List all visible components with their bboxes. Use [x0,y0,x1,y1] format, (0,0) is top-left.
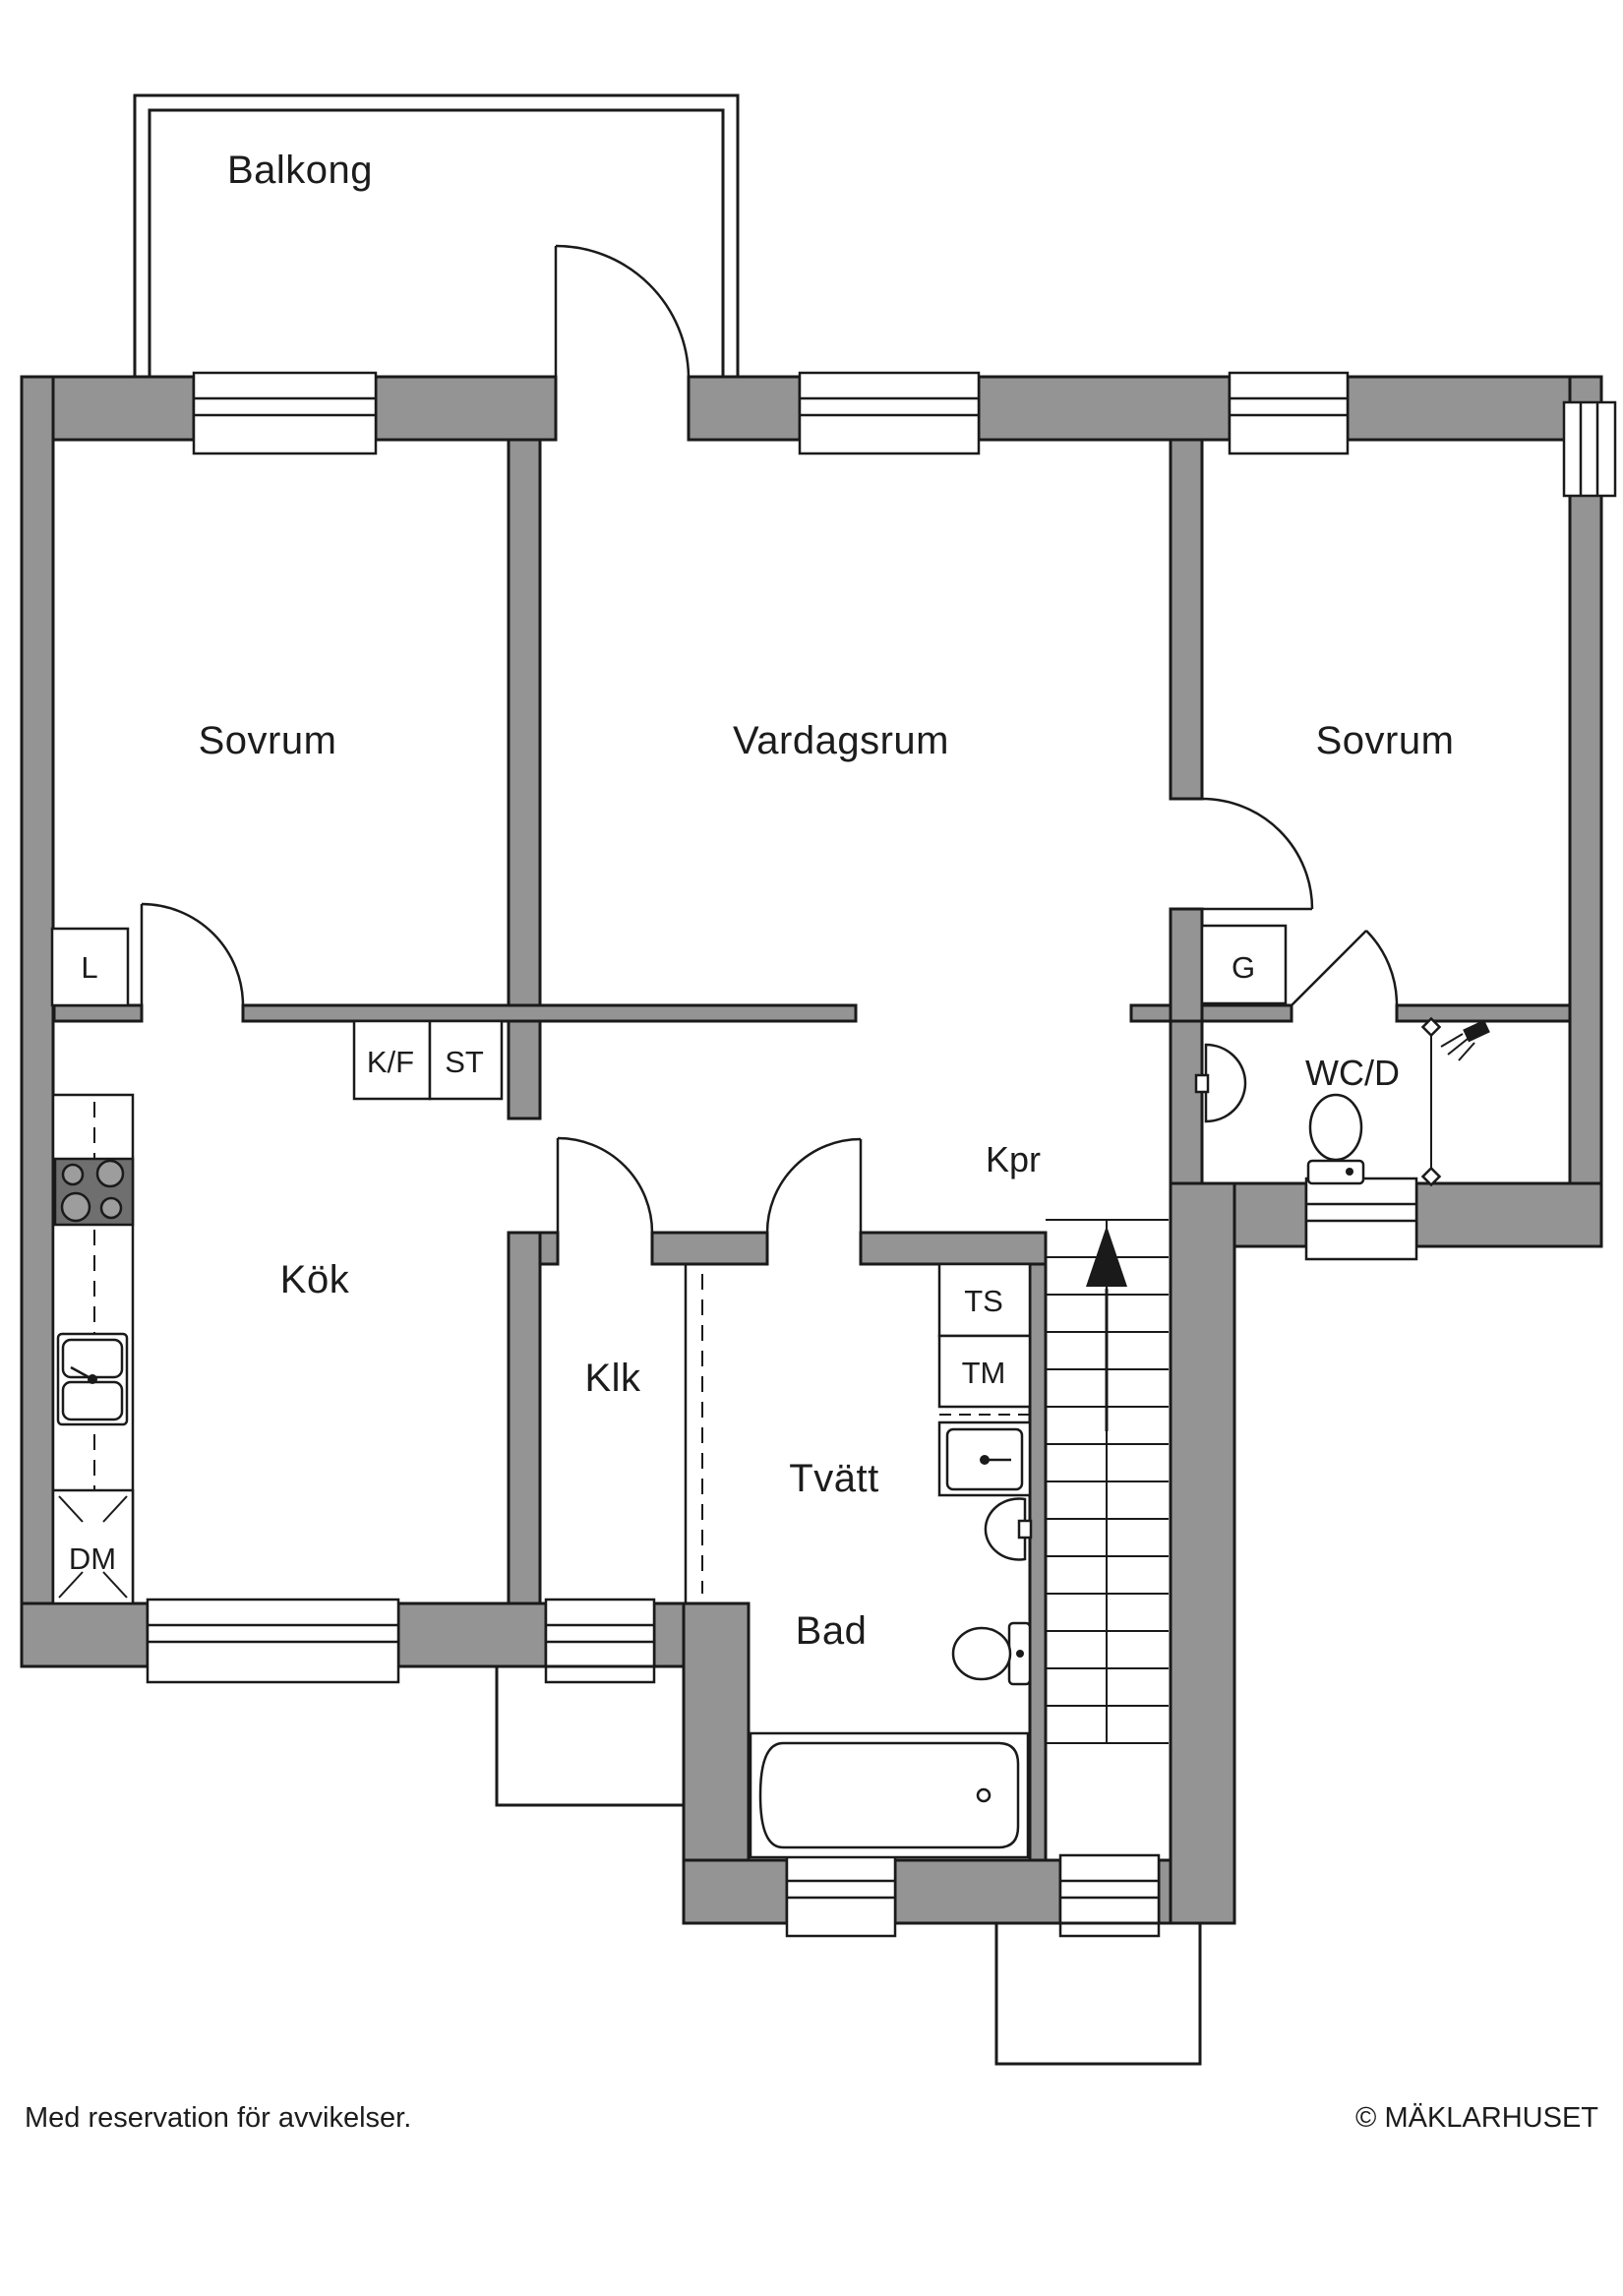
label-fridge-freezer: K/F [367,1045,414,1079]
door-klk [556,1136,654,1234]
wall-hall-bottom-2 [650,1231,769,1266]
balcony-outer-wall [133,93,740,379]
protrusion-entry [994,1921,1202,2066]
klk-closet [684,1264,703,1603]
wall-bath-left [682,1601,751,1862]
room-label-living-room: Vardagsrum [733,719,949,762]
cabinet-boxes [50,924,1288,1409]
wall-bath-bottom-1 [682,1858,789,1925]
wall-top-2 [374,375,558,442]
footer: Med reservation för avvikelser. © MÄKLAR… [25,2102,1598,2134]
window-kitchen [146,1598,400,1684]
room-label-bathroom: Bad [796,1609,868,1653]
balcony-inner-wall [148,108,725,379]
wall-hall-bottom-3 [859,1231,1048,1266]
drying-cabinet-box [937,1262,1032,1338]
bathtub-icon [749,1731,1030,1859]
window-bedroom-right-top [1228,371,1350,455]
balcony-outline [133,93,740,379]
window-living-room [798,371,981,455]
footer-disclaimer: Med reservation för avvikelser. [25,2102,411,2134]
laundry-bath-fixtures [749,1414,1033,1859]
tall-cabinet-box [428,1019,504,1101]
protrusion-left [495,1664,686,1807]
label-wardrobe-g: G [1232,950,1255,985]
wall-horiz-4 [1395,1003,1572,1023]
wall-horiz-3 [1129,1003,1293,1023]
toilet-bath-icon [951,1621,1032,1686]
wcd-fixtures [1194,1016,1490,1187]
room-label-corridor: Kpr [986,1139,1041,1179]
window-bedroom-right-side [1562,400,1617,498]
wall-left [20,375,55,1668]
room-label-laundry: Tvätt [789,1457,878,1500]
wall-right-2 [1568,490,1603,1185]
wall-top-3 [687,375,802,442]
wall-top-4 [977,375,1232,442]
wall-bedroomR-divider-top [1169,438,1204,801]
shower-head-icon [1440,1019,1490,1061]
room-label-balcony: Balkong [227,149,373,192]
wall-bedroomR-divider-bottom [1169,907,1204,1023]
wall-kitchen-klk-divider [507,1231,542,1605]
window-bedroom-left [192,371,378,455]
window-wcd [1304,1177,1418,1261]
stair-up-arrow [1086,1226,1127,1431]
staircase [1046,1219,1169,1744]
wall-horiz-2 [241,1003,858,1023]
washing-machine-box [937,1334,1032,1409]
door-laundry [765,1137,863,1234]
door-balcony [554,244,691,378]
room-label-bedroom-right: Sovrum [1316,719,1455,762]
room-labels: Balkong Sovrum Vardagsrum Sovrum Kök Klk… [199,149,1455,1653]
fixture-labels: L G K/F ST TS TM DM [69,950,1255,1576]
door-wcd [1291,930,1399,1006]
wall-stair-left [1028,1262,1048,1862]
wall-wcd-bottom-2 [1414,1181,1603,1248]
stove-icon [53,1157,135,1227]
doors [140,244,1399,1234]
label-tall-cabinet: ST [445,1045,484,1079]
window-klk [544,1598,656,1684]
lower-level-outlines [495,1664,1202,2066]
kitchen-fixtures [51,1093,135,1605]
wardrobe-box-g [1200,924,1288,1005]
window-bath [785,1853,897,1938]
room-label-bedroom-left: Sovrum [199,719,337,762]
kitchen-sink-icon [56,1332,129,1426]
wall-wcd-bottom-1 [1232,1181,1308,1248]
laundry-sink-icon [937,1420,1032,1497]
wcd-basin-icon [1194,1043,1247,1123]
room-label-klk: Klk [584,1357,641,1400]
dishwasher-box [51,1488,135,1605]
shower-partition [1420,1016,1442,1187]
wall-horiz-1 [52,1003,144,1023]
hand-basin-icon [984,1497,1033,1561]
room-label-wcd: WC/D [1305,1053,1400,1093]
label-dishwasher: DM [69,1541,116,1576]
label-washing-machine: TM [962,1356,1006,1390]
walls [20,375,1603,1925]
wall-lower-right [1169,1181,1236,1925]
wcd-toilet-icon [1306,1093,1365,1185]
wall-kitchen-bottom-2 [396,1601,548,1668]
wall-kitchen-bottom-3 [652,1601,686,1668]
wall-bath-bottom-2 [893,1858,1062,1925]
windows [146,371,1617,1938]
wardrobe-box-l [50,927,130,1007]
room-label-kitchen: Kök [280,1258,350,1301]
wall-stair-wcd-divider [1169,1019,1204,1185]
door-bedroom-left [140,902,245,1006]
label-drying-cabinet: TS [964,1284,1003,1318]
label-wardrobe-l: L [81,950,97,985]
door-bedroom-right [1201,797,1314,911]
wall-kitchen-bottom-1 [20,1601,150,1668]
footer-copyright: © MÄKLARHUSET [1355,2102,1598,2134]
